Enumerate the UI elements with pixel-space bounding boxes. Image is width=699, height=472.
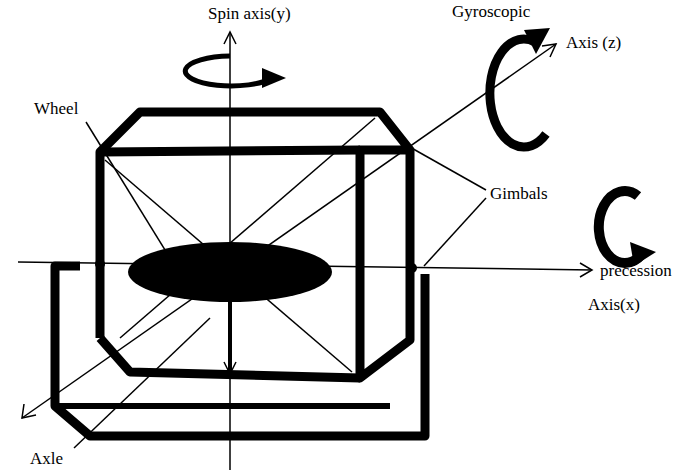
gimbal-frame [100, 112, 410, 378]
spin-arrow [185, 56, 272, 86]
wheel [128, 242, 332, 302]
frame-diagonal [105, 160, 352, 372]
axis-label: Spin axis(y) [208, 5, 291, 24]
arrow-head [262, 68, 286, 88]
gyroscopic-axis-line [22, 44, 556, 418]
part-label: Gimbals [490, 185, 548, 204]
gimbal-frame [55, 403, 390, 409]
gimbals-leader [408, 146, 486, 190]
gyroscopic-axis-tail-head [22, 404, 36, 418]
axis-lines [18, 32, 592, 470]
gimbal-frame [100, 150, 360, 152]
part-label: Axle [30, 450, 63, 469]
spin-axis-head [224, 32, 236, 44]
axle-leader [74, 318, 210, 448]
gyroscopic-arrow [490, 39, 546, 147]
pivot [407, 263, 417, 273]
rotation-arc [490, 39, 546, 147]
pivot [95, 259, 105, 269]
rotation-arc [185, 56, 272, 86]
axle [228, 300, 232, 372]
precession-axis-head [580, 263, 592, 277]
axis-label: Axis (z) [566, 34, 621, 53]
part-label: Wheel [34, 100, 78, 119]
inner-gimbal [100, 112, 410, 378]
arrow-head [524, 28, 550, 54]
gimbals-leader [424, 198, 486, 266]
axle-head [224, 362, 236, 374]
axis-label: Axis(x) [588, 296, 640, 315]
gyroscopic-axis-head [542, 44, 556, 57]
axis-label: precession [600, 262, 672, 281]
axis-label: Gyroscopic [452, 3, 530, 22]
